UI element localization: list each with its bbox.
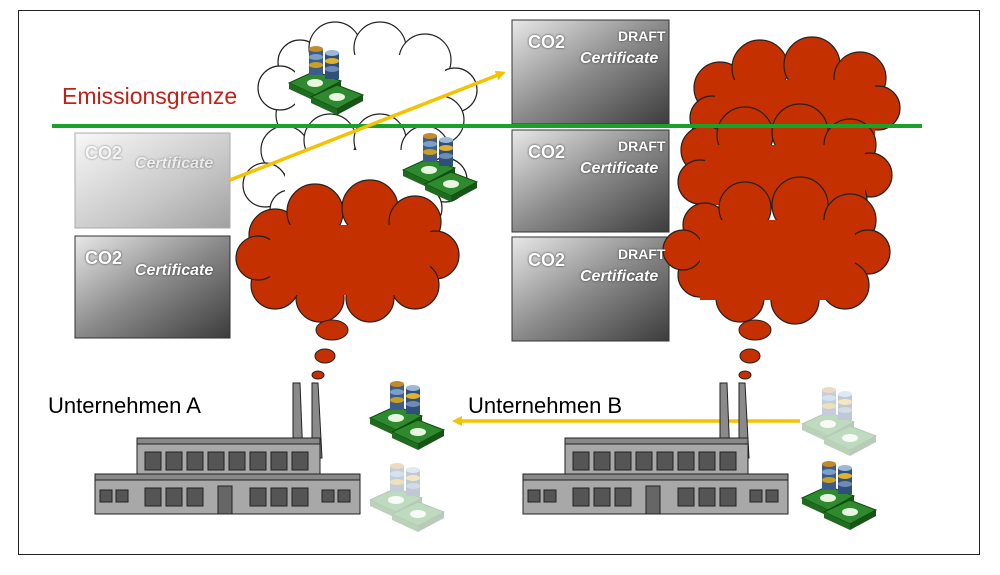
company-a-label: Unternehmen A (48, 393, 201, 418)
money-stack-icon (369, 380, 445, 451)
money-stack-icon (801, 460, 877, 531)
factory-icon (94, 382, 361, 515)
smoke-cloud-right-bottom (662, 176, 891, 325)
smoke-puffs-right (738, 319, 772, 380)
certificate-right-2 (511, 129, 670, 233)
certificate-left (74, 235, 231, 339)
company-b-label: Unternehmen B (468, 393, 623, 418)
money-stack-faded-icon (369, 462, 445, 533)
certificate-right-1 (511, 19, 670, 125)
emission-limit-label: Emissionsgrenze (62, 83, 238, 109)
certificate-faded (74, 132, 231, 229)
smoke-cloud-left (235, 179, 460, 323)
certificate-right-3 (511, 236, 670, 342)
certificate-transfer-arrow (229, 70, 506, 182)
smoke-puffs-left (311, 319, 349, 380)
money-stack-faded-icon (801, 386, 877, 457)
factory-icon (522, 382, 789, 515)
